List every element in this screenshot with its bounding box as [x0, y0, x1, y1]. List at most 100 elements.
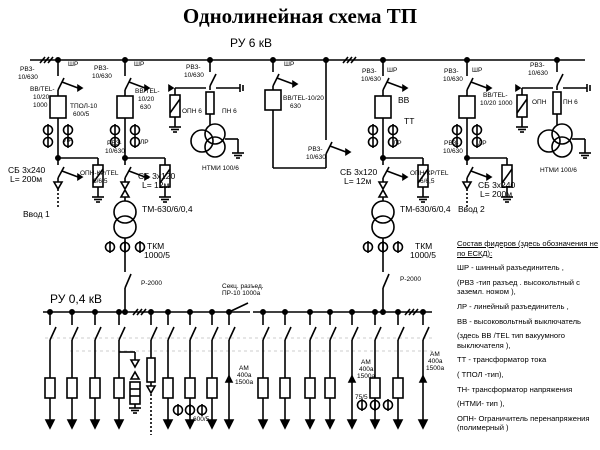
arrow-head: [144, 84, 151, 92]
component-label: ОПН 6: [182, 108, 202, 115]
breaker-switch: [309, 326, 317, 341]
component-label: ТМ-630/6/0,4: [142, 204, 193, 214]
outgoing-feeder-arrow: [417, 419, 429, 430]
bus-section-mark: [346, 56, 353, 64]
breaker-switch: [118, 326, 126, 341]
component-label: ВВ/TEL-: [135, 88, 160, 95]
component-label: АМ: [239, 365, 249, 372]
bus-section-mark: [47, 56, 54, 64]
capacitor-bank-icon: [129, 381, 141, 405]
component-label: Р-2000: [400, 276, 421, 283]
legend-item: (НТМИ- тип ),: [457, 399, 505, 409]
component-label: 10/20: [138, 96, 155, 103]
breaker-switch: [374, 326, 382, 341]
component-label: 1500а: [235, 379, 253, 386]
component-label: 1500а: [357, 373, 375, 380]
component-label: СБ 3x120: [138, 171, 176, 181]
component-label: ШР: [387, 67, 397, 74]
disconnector-switch: [556, 73, 564, 87]
component-label: ПН 6: [563, 99, 578, 106]
component-label: ШР: [472, 67, 482, 74]
bus-section-mark: [350, 56, 357, 64]
legend-item: ЛР - линейный разъединитель ,: [457, 301, 569, 311]
component-label: L= 200м: [10, 174, 42, 184]
component-label: ОПН: [532, 99, 547, 106]
earthing-blade: [329, 145, 347, 153]
voltage-transformer-icon: [551, 136, 573, 158]
legend-item: ВВ - высоковольтный выключатель: [457, 316, 582, 326]
earthing-blade: [61, 170, 79, 178]
outgoing-feeder-arrow: [113, 419, 125, 430]
component-label: Ввод 2: [458, 204, 485, 214]
component-label: РВЗ-: [530, 62, 545, 69]
component-label: ТКМ: [147, 241, 164, 251]
cable-end-icon: [119, 188, 131, 198]
disconnector-switch: [209, 73, 217, 87]
outgoing-feeder-arrow: [223, 419, 235, 430]
fuse-icon: [113, 377, 125, 399]
fuse-icon: [184, 377, 196, 399]
component-label: 10/630: [361, 76, 381, 83]
fuse-icon: [257, 377, 269, 399]
component-label: Секц. разъед.: [222, 283, 264, 290]
component-label: 10/20: [33, 94, 50, 101]
arrow-head: [402, 173, 409, 181]
cable-end-icon: [461, 181, 473, 191]
component-label: 10/630: [528, 70, 548, 77]
outgoing-feeder-arrow: [279, 419, 291, 430]
legend-item: ШР - шинный разъединитель ,: [457, 263, 564, 273]
disconnector-switch: [124, 77, 132, 91]
outgoing-feeder-arrow: [66, 419, 78, 430]
voltage-transformer-icon: [551, 123, 573, 145]
fuse-icon: [552, 91, 562, 115]
power-transformer-icon: [113, 200, 137, 224]
component-label: ШР: [134, 61, 144, 68]
legend-item: ТН- трансформатор напряжения: [457, 384, 573, 394]
line-disconnector: [57, 166, 65, 179]
outgoing-feeder-arrow: [346, 419, 358, 430]
component-label: 600/5: [73, 111, 90, 118]
surge-arrester-icon: [169, 98, 181, 114]
bus-section-mark: [140, 308, 147, 316]
component-label: 10/20 1000: [480, 100, 513, 107]
breaker-switch: [71, 326, 79, 341]
breaker-switch: [351, 326, 359, 341]
fuse-icon: [304, 377, 316, 399]
component-label: 10/630: [18, 74, 38, 81]
voltage-transformer-icon: [190, 129, 214, 153]
outgoing-feeder-arrow: [369, 419, 381, 430]
cable-end-icon: [377, 181, 389, 191]
surge-arrester-icon: [501, 168, 513, 184]
component-label: ПН 6: [222, 108, 237, 115]
power-transformer-icon: [113, 215, 137, 239]
main-switch: [124, 273, 132, 289]
component-label: АМ: [430, 351, 440, 358]
component-label: ТКМ: [415, 241, 432, 251]
line-disconnector: [382, 166, 390, 179]
arrow-head: [77, 84, 84, 92]
component-label: ШР: [68, 61, 78, 68]
component-label: 1000/5: [144, 250, 170, 260]
component-label: ВВ/TEL-10/20: [283, 95, 324, 102]
component-label: РВЗ-: [444, 140, 459, 147]
component-label: 10/630: [92, 73, 112, 80]
component-label: 630: [140, 104, 151, 111]
surge-arrester-icon: [516, 98, 528, 114]
cable-end-icon: [377, 188, 389, 198]
component-label: 600/5: [193, 416, 210, 423]
fuse-icon: [279, 377, 291, 399]
component-label: ПР-10 1000а: [222, 290, 261, 297]
component-label: НТМИ 100/6: [202, 165, 239, 172]
component-label: 400а: [428, 358, 443, 365]
arrow-head: [292, 80, 299, 88]
disconnector-switch: [466, 77, 474, 91]
bus-section-mark: [408, 308, 415, 316]
earthing-blade: [386, 81, 404, 89]
breaker-switch: [284, 326, 292, 341]
breaker-switch: [211, 326, 219, 341]
sectional-disconnector: [228, 302, 249, 313]
component-label: 1000: [33, 102, 48, 109]
power-transformer-icon: [371, 215, 395, 239]
earthing-blade: [386, 170, 404, 178]
